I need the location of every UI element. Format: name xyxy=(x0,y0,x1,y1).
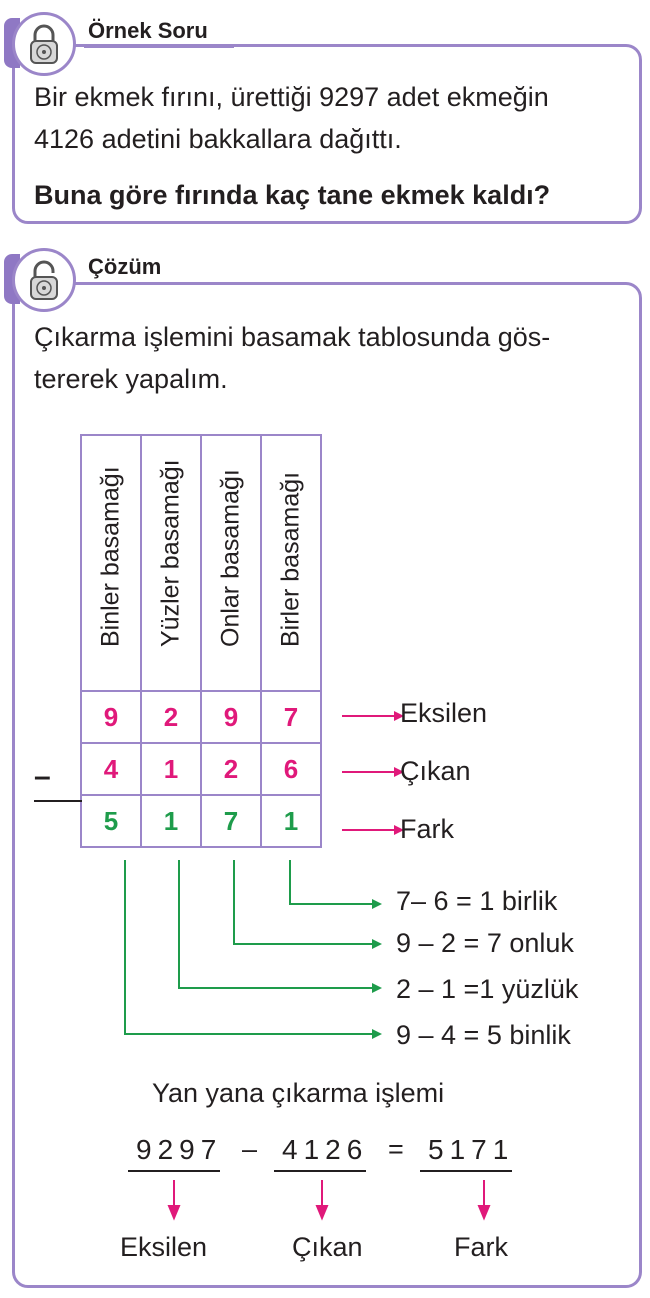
underline-difference xyxy=(420,1170,512,1172)
header-tens: Onlar basamağı xyxy=(216,469,245,647)
unlock-icon xyxy=(30,260,58,300)
place-value-table: Binler basamağı Yüzler basamağı Onlar ba… xyxy=(80,434,322,848)
step-thousands: 9 – 4 = 5 binlik xyxy=(396,1020,571,1050)
step-ones: 7– 6 = 1 birlik xyxy=(396,886,558,916)
arrow-right-icon xyxy=(372,1029,382,1039)
step-tens: 9 – 2 = 7 onluk xyxy=(396,928,574,958)
example-badge xyxy=(12,12,76,76)
example-title: Örnek Soru xyxy=(88,18,208,43)
label-difference: Fark xyxy=(400,814,454,844)
arrow-right-icon xyxy=(342,767,404,777)
header-hundreds: Yüzler basamağı xyxy=(156,459,185,647)
difference-digit: 1 xyxy=(140,794,202,848)
difference-digit: 5 xyxy=(80,794,142,848)
example-title-underline xyxy=(84,46,234,48)
subtrahend-digit: 1 xyxy=(140,742,202,796)
arrow-down-icon xyxy=(167,1180,181,1221)
arrow-right-icon xyxy=(372,899,382,909)
minuend-digit: 7 xyxy=(260,690,322,744)
step-connectors xyxy=(124,860,382,1039)
label-subtrahend: Çıkan xyxy=(400,756,471,786)
bottom-label-minuend: Eksilen xyxy=(120,1232,208,1262)
side-difference: 5171 xyxy=(428,1134,515,1165)
side-minuend: 9297 xyxy=(136,1134,223,1165)
solution-title-underline xyxy=(84,282,174,284)
subtraction-line xyxy=(34,800,82,802)
subtrahend-digit: 4 xyxy=(80,742,142,796)
arrow-down-icon xyxy=(315,1180,329,1221)
underline-minuend xyxy=(128,1170,220,1172)
example-line-1: Bir ekmek fırını, ürettiği 9297 adet ekm… xyxy=(34,82,549,112)
row-arrows xyxy=(342,711,404,835)
underline-subtrahend xyxy=(274,1170,366,1172)
minuend-digit: 2 xyxy=(140,690,202,744)
side-minus: – xyxy=(242,1134,258,1164)
minus-sign: – xyxy=(34,760,51,793)
header-thousands: Binler basamağı xyxy=(96,466,125,647)
difference-digit: 7 xyxy=(200,794,262,848)
header-cell: Yüzler basamağı xyxy=(140,434,202,692)
label-minuend: Eksilen xyxy=(400,698,488,728)
header-ones: Birler basamağı xyxy=(276,471,305,647)
arrow-right-icon xyxy=(372,983,382,993)
header-cell: Binler basamağı xyxy=(80,434,142,692)
example-box xyxy=(12,44,642,224)
header-cell: Onlar basamağı xyxy=(200,434,262,692)
header-cell: Birler basamağı xyxy=(260,434,322,692)
arrow-right-icon xyxy=(372,939,382,949)
example-question: Buna göre fırında kaç tane ekmek kaldı? xyxy=(34,180,551,210)
solution-intro-1: Çıkarma işlemini basamak tablosunda gös- xyxy=(34,322,551,352)
arrow-right-icon xyxy=(342,711,404,721)
bottom-label-difference: Fark xyxy=(454,1232,508,1262)
side-subtrahend: 4126 xyxy=(282,1134,369,1165)
side-by-side-title: Yan yana çıkarma işlemi xyxy=(152,1078,445,1108)
bottom-label-subtrahend: Çıkan xyxy=(292,1232,363,1262)
arrow-right-icon xyxy=(342,825,404,835)
solution-title: Çözüm xyxy=(88,254,162,279)
solution-intro-2: tererek yapalım. xyxy=(34,364,228,394)
example-line-2: 4126 adetini bakkallara dağıttı. xyxy=(34,124,402,154)
lock-icon xyxy=(30,24,58,64)
subtrahend-digit: 6 xyxy=(260,742,322,796)
minuend-digit: 9 xyxy=(200,690,262,744)
difference-digit: 1 xyxy=(260,794,322,848)
solution-badge xyxy=(12,248,76,312)
side-equals: = xyxy=(388,1134,404,1164)
step-hundreds: 2 – 1 =1 yüzlük xyxy=(396,974,579,1004)
minuend-digit: 9 xyxy=(80,690,142,744)
subtrahend-digit: 2 xyxy=(200,742,262,796)
arrow-down-icon xyxy=(477,1180,491,1221)
down-arrows xyxy=(167,1180,491,1221)
